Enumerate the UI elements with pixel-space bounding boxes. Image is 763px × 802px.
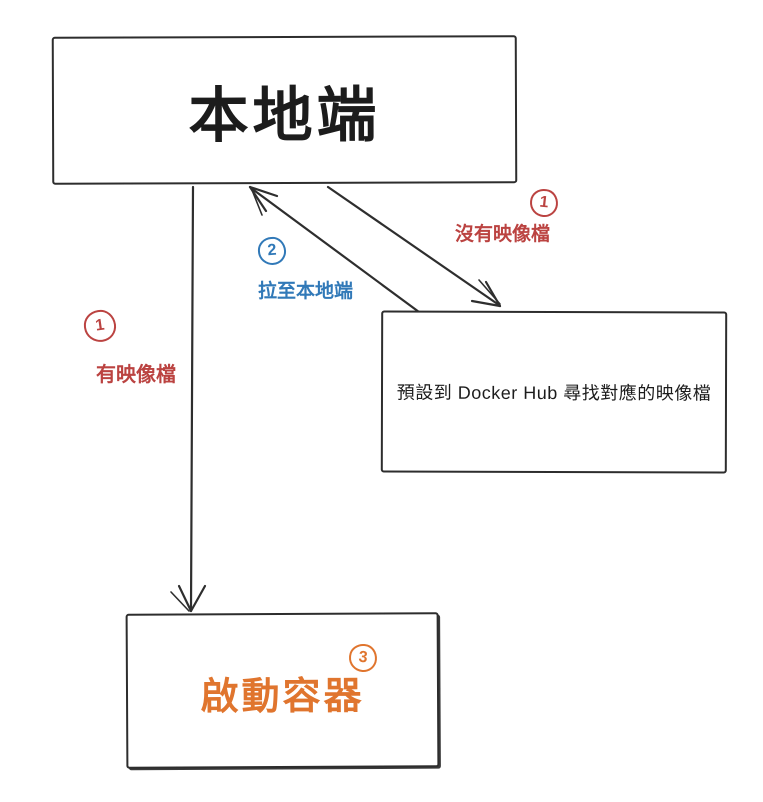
circled-number-pull-local: 2 xyxy=(257,236,287,266)
edge-label-has-image: 有映像檔 xyxy=(96,364,176,386)
container-box-label: 啟動容器 xyxy=(200,675,365,719)
edge-label-no-image: 沒有映像檔 xyxy=(455,224,551,245)
container-box: 啟動容器 xyxy=(125,612,440,769)
dockerhub-box-label: 預設到 Docker Hub 尋找對應的映像檔 xyxy=(396,382,712,404)
dockerhub-box: 預設到 Docker Hub 尋找對應的映像檔 xyxy=(380,310,728,474)
edge-label-pull-local: 拉至本地端 xyxy=(258,281,354,302)
circled-number-no-image: 1 xyxy=(528,187,560,219)
local-box-label: 本地端 xyxy=(188,81,381,149)
arrow-no-image xyxy=(326,185,502,308)
local-box: 本地端 xyxy=(51,35,518,185)
arrow-has-image xyxy=(170,185,207,613)
circled-number-has-image: 1 xyxy=(81,307,119,345)
